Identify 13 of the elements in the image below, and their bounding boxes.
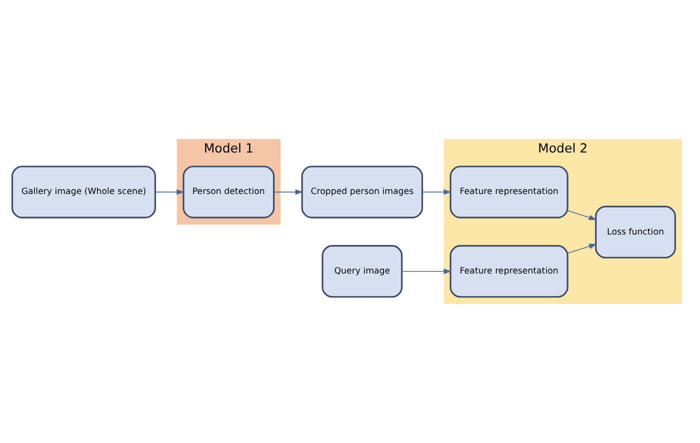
node-box: Feature representation — [450, 166, 568, 218]
node-box: Gallery image (Whole scene) — [12, 166, 156, 218]
arrow — [567, 210, 597, 220]
node-box: Query image — [322, 245, 403, 298]
arrow — [567, 244, 597, 254]
node-box: Person detection — [182, 166, 275, 218]
arrow — [274, 189, 304, 195]
arrow — [154, 189, 184, 195]
node-box: Feature representation — [450, 245, 568, 298]
arrow — [402, 268, 452, 274]
arrow — [422, 189, 452, 195]
node-box: Cropped person images — [301, 166, 424, 218]
node-box: Loss function — [595, 206, 676, 258]
